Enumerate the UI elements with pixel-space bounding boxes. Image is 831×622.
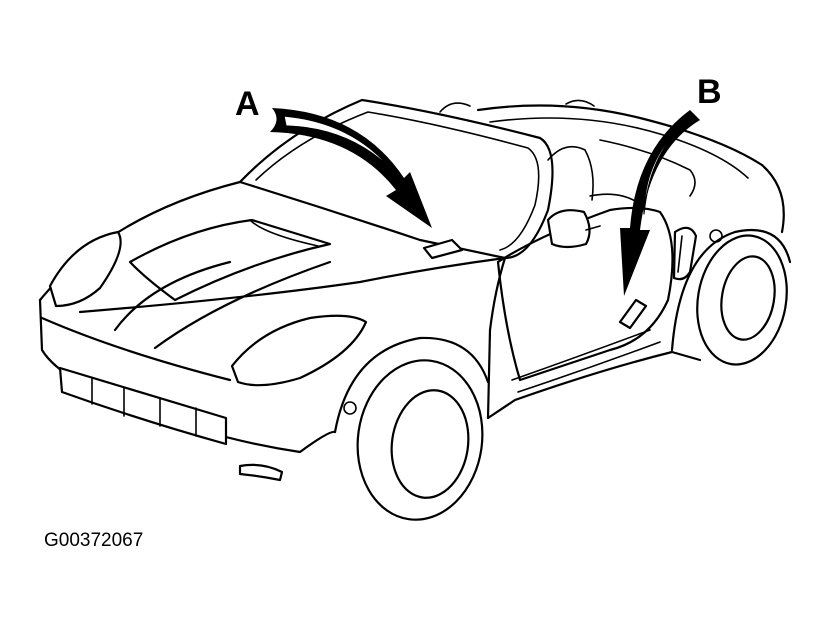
rear-deck-inner-line [489, 117, 749, 179]
rear-tire [696, 234, 788, 366]
interior-rear-line [599, 139, 696, 197]
side-air-intake [672, 226, 698, 281]
arrow-b-highlight [643, 119, 691, 215]
fog-light [238, 463, 284, 482]
bumper-top-line [40, 316, 232, 382]
side-mirror [546, 209, 591, 249]
headrest-right [565, 99, 595, 107]
front-wheel-arch [333, 336, 490, 434]
mirror-mount [585, 225, 601, 231]
door-sill-line [511, 329, 651, 381]
bumper-marker [343, 401, 357, 415]
headlight-right [230, 314, 368, 387]
headrest-left [439, 102, 471, 113]
door-sill-line-2 [517, 341, 661, 393]
figure-id: G00372067 [44, 530, 143, 551]
rear-wheel-arch [670, 228, 792, 352]
front-rim [390, 389, 470, 499]
vin-plate-a [422, 238, 464, 260]
front-grille [58, 366, 228, 446]
callout-label-a: A [235, 85, 260, 123]
hood-scoop [128, 218, 332, 302]
body-side-lower [486, 350, 702, 420]
hood-crease-left [113, 260, 232, 332]
arrow-a-icon [270, 108, 432, 228]
certification-label-b [618, 298, 648, 330]
rear-deck-outline [476, 104, 785, 234]
side-intake-fin [677, 235, 683, 273]
seat-back [547, 145, 594, 201]
headlight-left [48, 230, 122, 308]
fuel-door [709, 229, 723, 243]
callout-label-b: B [697, 73, 722, 111]
front-tire [356, 359, 484, 521]
front-fender-line [486, 256, 507, 420]
windshield-base [238, 180, 507, 260]
seat-cushion [589, 193, 641, 205]
rear-rim [720, 255, 776, 341]
arrow-a-highlight [283, 115, 393, 171]
hood-crease-right [153, 260, 332, 350]
hood-scoop-inner [249, 219, 319, 247]
arrow-b-icon [620, 110, 700, 296]
